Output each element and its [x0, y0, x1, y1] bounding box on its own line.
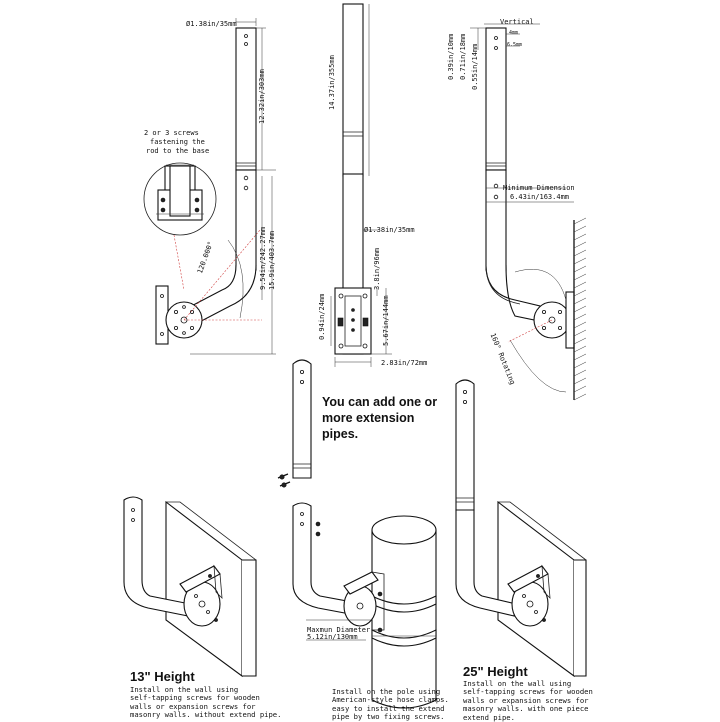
dim-minimum-label: Minimum Dimension — [503, 184, 575, 192]
panel-left-line: walls or expansion screws for — [130, 701, 256, 711]
panel-right-title: 25" Height — [463, 664, 528, 679]
dim-total-height: 15.9in/403.7mm — [268, 230, 276, 290]
dim-max-diameter-value: 5.12in/130mm — [307, 633, 358, 641]
dim-4mm: 4mm — [509, 30, 519, 36]
panel-left-text: Install on the wall using self-tapping s… — [130, 685, 282, 720]
dim-max-diameter-label: Maxmun Diameter — [307, 626, 371, 634]
dim-hole-spacing: 0.94in/24mm — [318, 293, 326, 340]
screws-note-line3: rod to the base — [146, 147, 210, 155]
dim-hole-pitch: 0.71in/18mm — [459, 33, 467, 80]
dim-plate-height: 5.67in/144mm — [382, 295, 390, 346]
panel-left-line: Install on the wall using — [130, 685, 239, 694]
dim-top-hole-offset: 0.39in/10mm — [447, 33, 455, 80]
panel-left-line: self-tapping screws for wooden — [130, 693, 260, 703]
panel-middle-line: Install on the pole using — [332, 687, 441, 696]
panel-middle-line: pipe by two fixing screws. — [332, 712, 445, 722]
extension-pipes — [277, 359, 475, 537]
dim-second-hole-offset: 0.55in/14mm — [471, 43, 479, 90]
right-side-view — [470, 23, 587, 401]
wall-mount-13in — [123, 496, 257, 678]
screws-note-line1: 2 or 3 screws — [144, 129, 199, 137]
panel-right-line: walls or expansion screws for — [463, 695, 589, 705]
dim-front-upper-length: 14.37in/355mm — [328, 55, 336, 110]
dim-plate-width: 2.83in/72mm — [381, 359, 428, 367]
panel-right-text: Install on the wall using self-tapping s… — [463, 679, 593, 722]
screws-note-line2: fastening the — [150, 138, 205, 146]
dim-6-5mm: 6.5mm — [507, 42, 523, 48]
dim-plate-offset: 3.8in/96mm — [373, 247, 381, 290]
panel-right-line: Install on the wall using — [463, 679, 572, 688]
panel-middle-text: Install on the pole using American-style… — [332, 687, 449, 722]
panel-right-line: self-tapping screws for wooden — [463, 687, 593, 697]
panel-right-line: masonry walls. with one piece — [463, 704, 589, 714]
left-side-view — [143, 18, 276, 355]
dim-pipe-diameter-left: Ø1.38in/35mm — [186, 20, 237, 28]
wall-mount-25in — [455, 500, 587, 678]
panel-middle-line: easy to install the extend — [332, 703, 445, 713]
dim-lower-length: 9.54in/242.27mm — [259, 226, 267, 290]
panel-left-title: 13" Height — [130, 669, 195, 684]
dim-minimum-value: 6.43in/163.4mm — [510, 193, 570, 201]
dim-pipe-diameter-front: Ø1.38in/35mm — [364, 226, 415, 234]
panel-middle-line: American-style hose clamps. — [332, 695, 449, 705]
panel-left-line: masonry walls. without extend pipe. — [130, 710, 282, 720]
pole-mount — [292, 502, 437, 709]
extension-callout: You can add one or more extension pipes. — [322, 395, 438, 441]
middle-front-view — [330, 3, 392, 367]
panel-right-line: extend pipe. — [463, 712, 515, 722]
dim-vertical-label: Vertical — [500, 18, 534, 26]
dim-upper-length-left: 12.32in/303mm — [258, 69, 266, 124]
